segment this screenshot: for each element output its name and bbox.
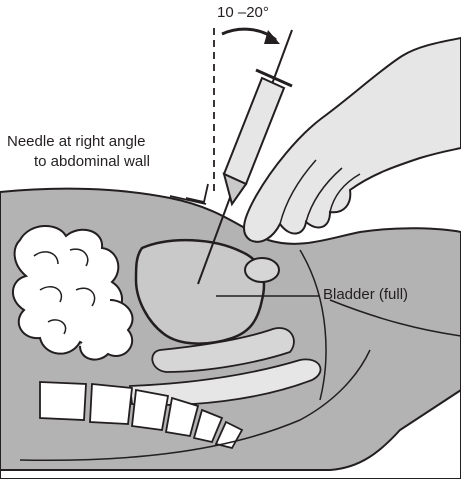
angle-label: 10 –20° bbox=[217, 4, 269, 21]
angle-arrow-head bbox=[264, 30, 280, 44]
pubic-bone bbox=[245, 258, 279, 282]
bladder-label: Bladder (full) bbox=[323, 286, 408, 303]
gloved-hand bbox=[244, 38, 461, 242]
right-angle-marker bbox=[186, 184, 208, 202]
needle-label-line-2: to abdominal wall bbox=[34, 153, 150, 170]
needle-label-line-1: Needle at right angle bbox=[7, 133, 145, 150]
